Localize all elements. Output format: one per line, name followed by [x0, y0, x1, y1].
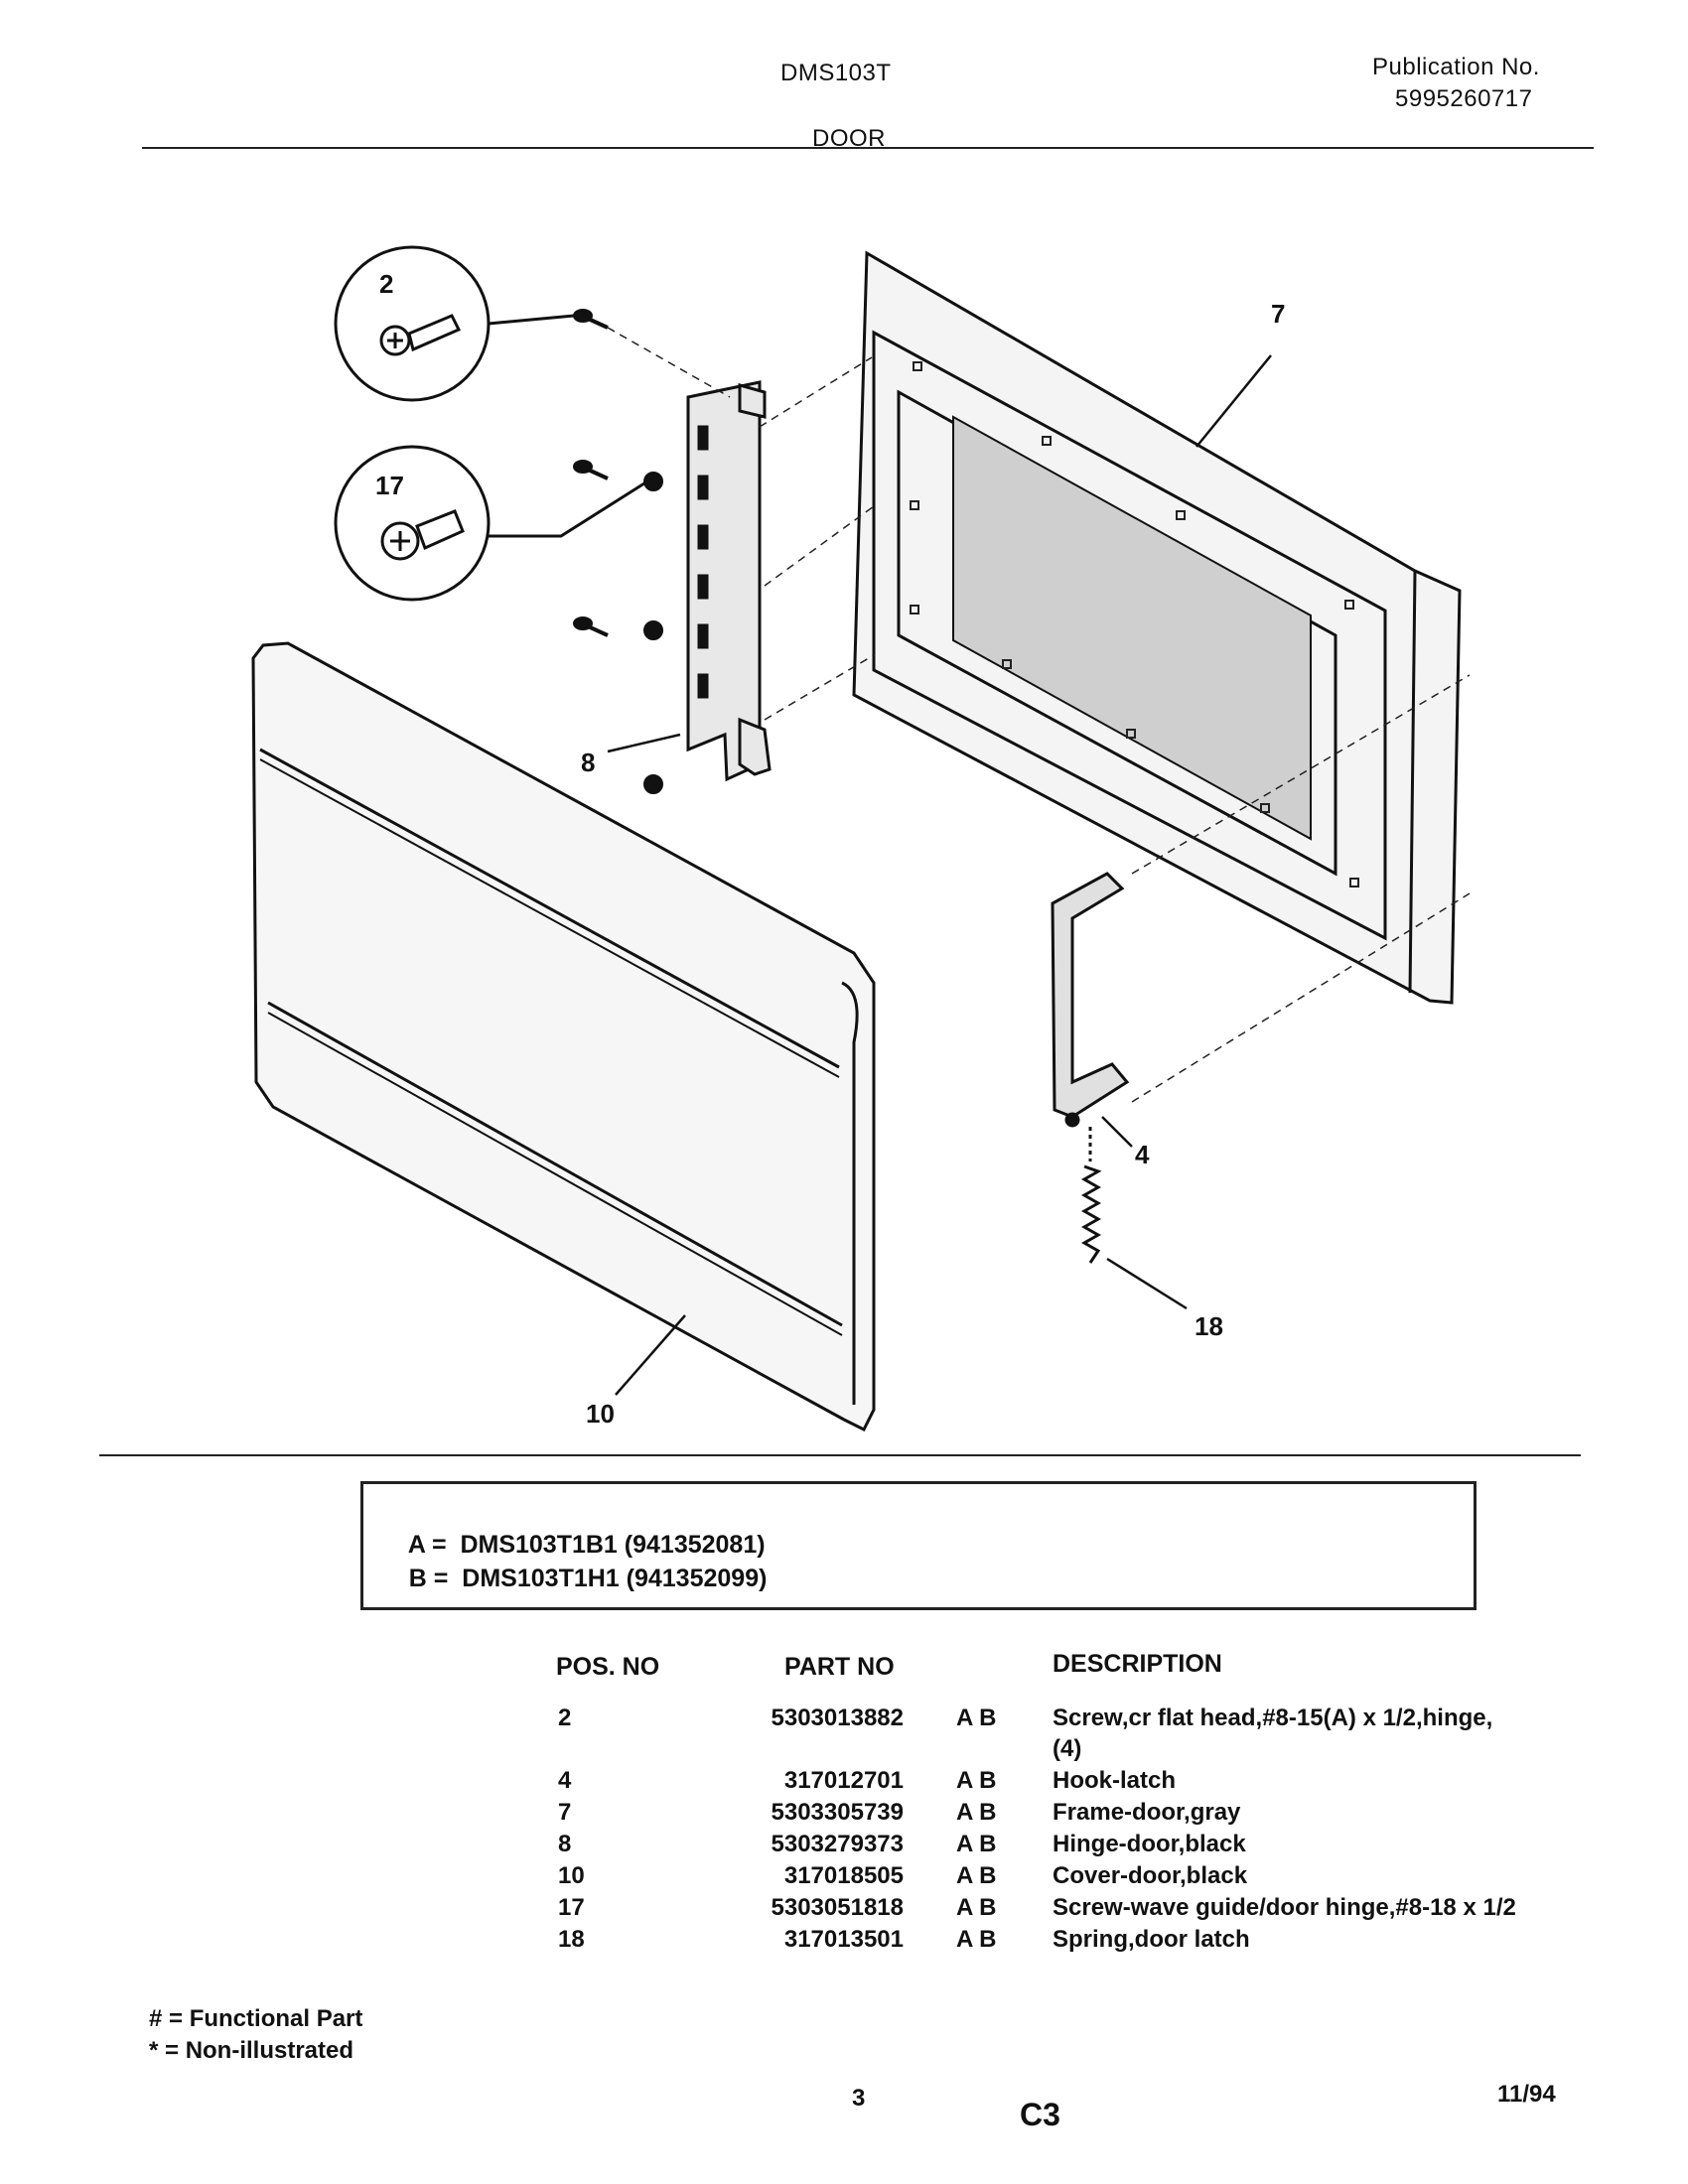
legend-line-a: A = DMS103T1B1 (941352081) [407, 1531, 766, 1559]
callout-circle-2 [334, 245, 491, 402]
row-8-models: A B [956, 1831, 997, 1857]
model-legend-box: A = DMS103T1B1 (941352081) B = DMS103T1H… [360, 1481, 1477, 1610]
row-2-models: A B [956, 1705, 997, 1731]
row-2-pos: 2 [558, 1705, 572, 1731]
row-18-models: A B [956, 1926, 997, 1953]
row-18-part: 317013501 [783, 1926, 904, 1953]
legend-key-b: B [408, 1565, 427, 1592]
hook-latch-drawing [1051, 872, 1130, 1128]
callout-label-18: 18 [1195, 1311, 1223, 1341]
page-code: C3 [1020, 2097, 1060, 2132]
legend-key-a: A [407, 1531, 425, 1559]
callout-label-2: 2 [379, 269, 393, 299]
publication-label: Publication No. [1372, 54, 1540, 80]
door-frame-drawing [852, 250, 1462, 1005]
row-4-part: 317012701 [783, 1767, 904, 1794]
door-spring-drawing [1080, 1127, 1102, 1264]
page-number: 3 [852, 2085, 866, 2112]
row-18-pos: 18 [558, 1926, 585, 1953]
row-7-models: A B [956, 1799, 997, 1826]
diagram-bottom-rule [99, 1454, 1581, 1456]
callout-label-4: 4 [1135, 1140, 1150, 1169]
header-pos-no: POS. NO [556, 1653, 660, 1681]
header-part-no: PART NO [784, 1653, 895, 1681]
header-rule [142, 147, 1594, 149]
row-7-pos: 7 [558, 1799, 572, 1826]
exploded-door-diagram: 2 17 7 8 4 18 10 [251, 245, 1471, 1433]
row-10-pos: 10 [558, 1862, 585, 1889]
legend-line-b: B = DMS103T1H1 (941352099) [408, 1565, 768, 1592]
note-functional-part: # = Functional Part [149, 2005, 363, 2032]
callout-label-10: 10 [586, 1399, 615, 1429]
row-7-part: 5303305739 [771, 1799, 904, 1826]
row-10-models: A B [956, 1862, 997, 1889]
header-description: DESCRIPTION [1053, 1650, 1222, 1678]
row-8-part: 5303279373 [771, 1831, 904, 1857]
section-title: DOOR [812, 125, 886, 152]
callout-label-7: 7 [1271, 299, 1285, 329]
row-17-pos: 17 [558, 1894, 585, 1921]
row-17-part: 5303051818 [771, 1894, 904, 1921]
row-8-pos: 8 [558, 1831, 572, 1857]
row-17-models: A B [956, 1894, 997, 1921]
door-hinge-drawing [686, 380, 772, 782]
row-4-description: Hook-latch [1053, 1767, 1177, 1794]
row-10-description: Cover-door,black [1053, 1862, 1248, 1889]
row-10-part: 317018505 [783, 1862, 904, 1889]
row-4-models: A B [956, 1767, 997, 1794]
row-17-description: Screw-wave guide/door hinge,#8-18 x 1/2 [1053, 1894, 1516, 1921]
row-2-description-cont: (4) [1053, 1735, 1082, 1762]
door-cover-drawing [251, 641, 876, 1433]
legend-model-b: DMS103T1H1 (941352099) [462, 1565, 768, 1592]
hinge-screws-drawing [573, 309, 663, 794]
row-7-description: Frame-door,gray [1053, 1799, 1241, 1826]
callout-label-8: 8 [581, 748, 595, 777]
screw-detail-17 [380, 509, 465, 561]
callout-circle-17 [334, 445, 491, 602]
legend-model-a: DMS103T1B1 (941352081) [460, 1531, 766, 1559]
row-2-description: Screw,cr flat head,#8-15(A) x 1/2,hinge, [1053, 1705, 1493, 1731]
row-2-part: 5303013882 [771, 1705, 904, 1731]
note-non-illustrated: * = Non-illustrated [149, 2037, 354, 2064]
screw-detail-2 [379, 314, 462, 356]
model-number: DMS103T [780, 60, 892, 86]
revision-date: 11/94 [1497, 2081, 1556, 2108]
callout-label-17: 17 [375, 471, 404, 500]
row-4-pos: 4 [558, 1767, 572, 1794]
row-18-description: Spring,door latch [1053, 1926, 1250, 1953]
publication-number: 5995260717 [1395, 85, 1533, 112]
row-8-description: Hinge-door,black [1053, 1831, 1246, 1857]
